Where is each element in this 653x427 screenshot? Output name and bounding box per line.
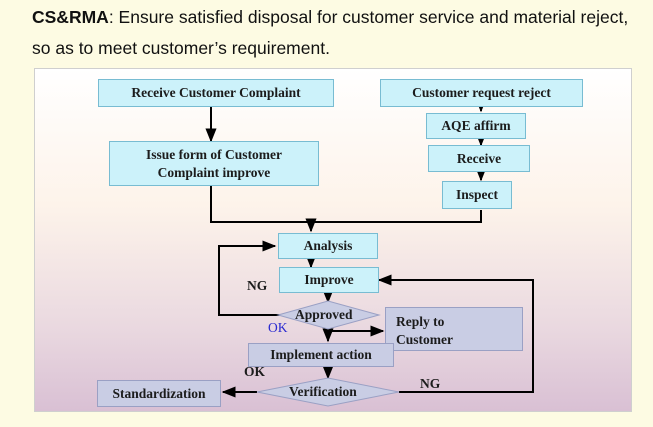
implement-action-box: Implement action (248, 343, 394, 367)
reply-to-customer-box: Reply to Customer (385, 307, 523, 351)
ok-approved-label: OK (268, 320, 288, 335)
ok-verification-label: OK (244, 364, 266, 379)
heading-description: : Ensure satisfied disposal for customer… (32, 7, 629, 58)
issue-form-box: Issue form of Customer Complaint improve (109, 141, 319, 186)
standardization-box: Standardization (97, 380, 221, 407)
verification-diamond (256, 377, 400, 407)
cs-rma-flowchart: Receive Customer Complaint Customer requ… (34, 68, 632, 412)
inspect-box: Inspect (442, 181, 512, 209)
connector-issue-form-merge (210, 186, 482, 223)
aqe-affirm-box: AQE affirm (426, 113, 526, 139)
connector-ng-loop (218, 240, 281, 316)
ng-verification-label: NG (420, 376, 441, 391)
receive-customer-complaint-box: Receive Customer Complaint (98, 79, 334, 107)
heading-term: CS&RMA (32, 7, 109, 27)
improve-box: Improve (279, 267, 379, 293)
analysis-box: Analysis (278, 233, 378, 259)
approved-diamond (276, 300, 381, 330)
approved-label: Approved (295, 307, 353, 322)
ng-loop-label: NG (247, 278, 268, 293)
connector-verification-ng-loop (377, 274, 534, 393)
slide-heading: CS&RMA: Ensure satisfied disposal for cu… (32, 2, 642, 64)
receive-box: Receive (428, 145, 530, 172)
flowchart-connectors (205, 98, 534, 407)
verification-label: Verification (289, 384, 357, 399)
customer-request-reject-box: Customer request reject (380, 79, 583, 107)
